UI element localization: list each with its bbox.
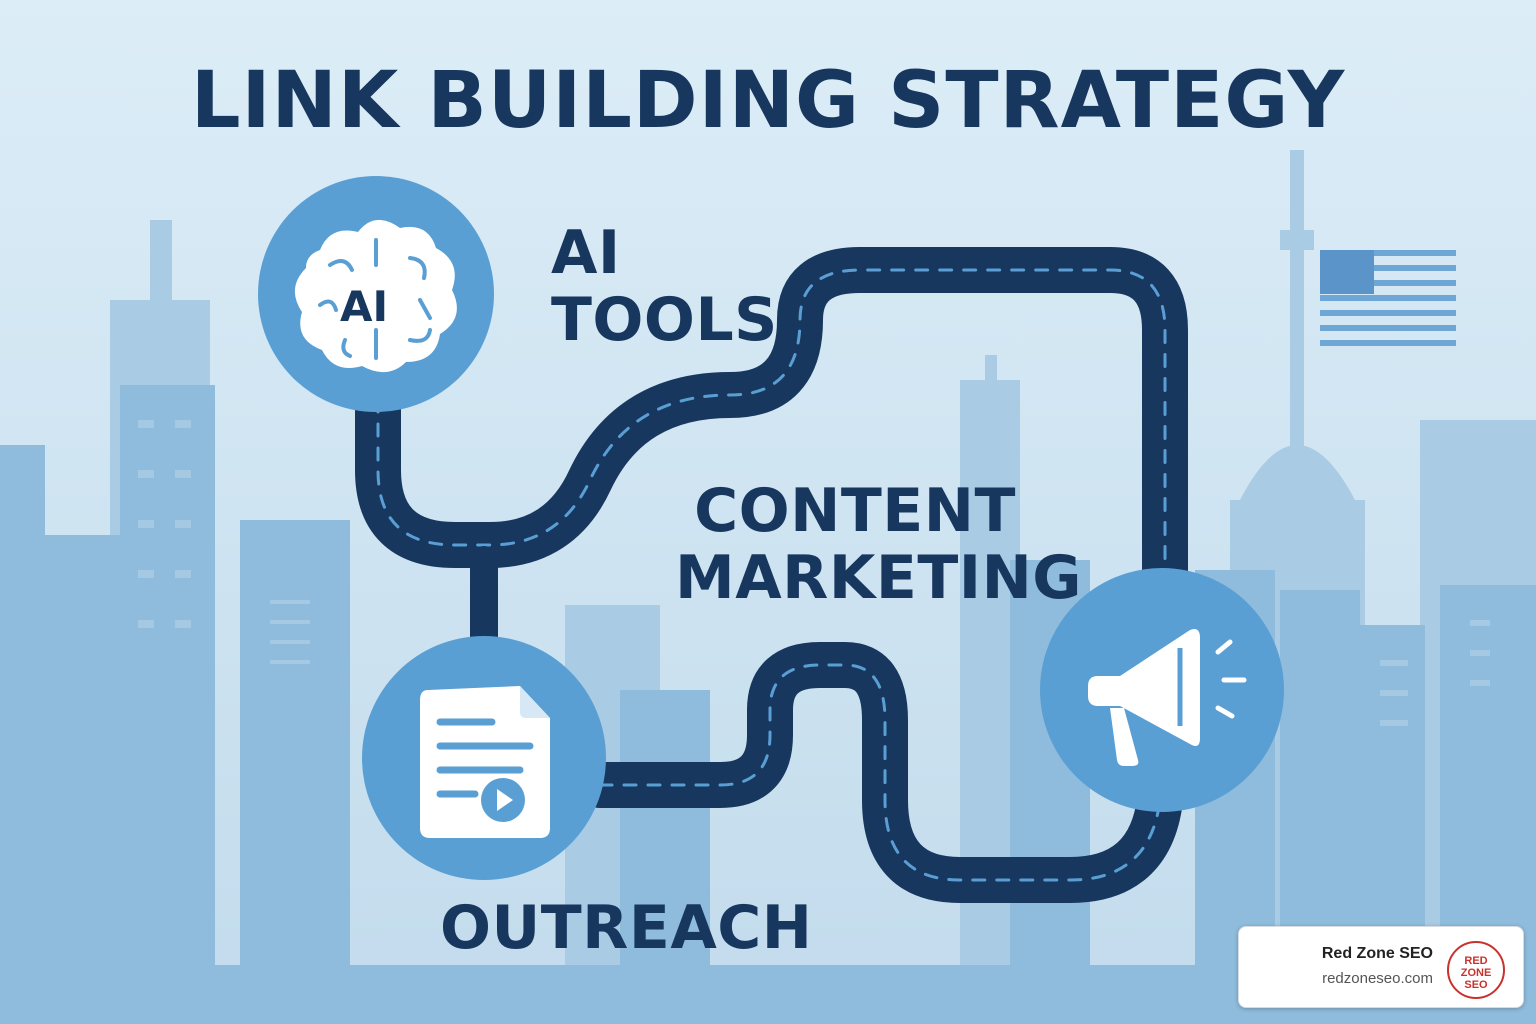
logo-line-2: ZONE — [1460, 967, 1492, 979]
megaphone-icon — [1088, 629, 1247, 766]
brand-name: Red Zone SEO — [1321, 945, 1433, 962]
logo-line-3: SEO — [1464, 979, 1488, 991]
brain-badge-text: AI — [340, 282, 389, 331]
brand-logo-text: RED ZONE SEO — [1449, 955, 1503, 991]
step-ai-tools-label: AI TOOLS — [551, 218, 778, 356]
step-ai-tools-line1: AI — [551, 218, 621, 288]
ai-tools-node — [258, 176, 494, 412]
content-marketing-node — [362, 636, 606, 880]
brand-watermark[interactable]: Red Zone SEO redzoneseo.com RED ZONE SEO — [1238, 926, 1524, 1008]
step-outreach-label: OUTREACH — [440, 893, 813, 963]
step-content-line2: MARKETING — [675, 543, 1083, 614]
outreach-node — [1040, 568, 1284, 812]
brain-icon — [294, 219, 457, 373]
logo-line-1: RED — [1464, 955, 1488, 967]
page-title: LINK BUILDING STRATEGY — [190, 56, 1346, 146]
step-ai-tools-line2: TOOLS — [551, 285, 778, 356]
brand-logo-icon: RED ZONE SEO — [1447, 941, 1505, 999]
document-video-icon — [420, 686, 550, 838]
step-content-marketing-label: CONTENT MARKETING — [675, 476, 1083, 614]
brand-url: redzoneseo.com — [1322, 970, 1433, 987]
step-content-line1: CONTENT — [694, 476, 1016, 546]
flag-icon — [1320, 250, 1456, 346]
